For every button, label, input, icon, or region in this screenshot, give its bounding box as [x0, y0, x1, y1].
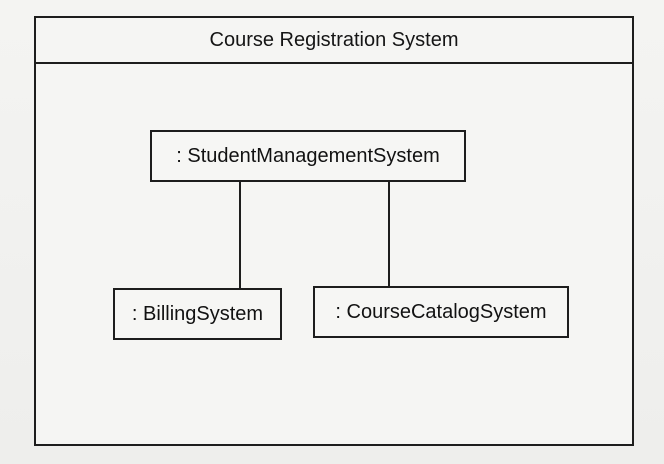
course-catalog-system-node: : CourseCatalogSystem	[313, 286, 569, 338]
system-frame: Course Registration System	[34, 16, 634, 446]
system-title: Course Registration System	[36, 18, 632, 64]
student-management-system-node: : StudentManagementSystem	[150, 130, 466, 182]
billing-system-node: : BillingSystem	[113, 288, 282, 340]
